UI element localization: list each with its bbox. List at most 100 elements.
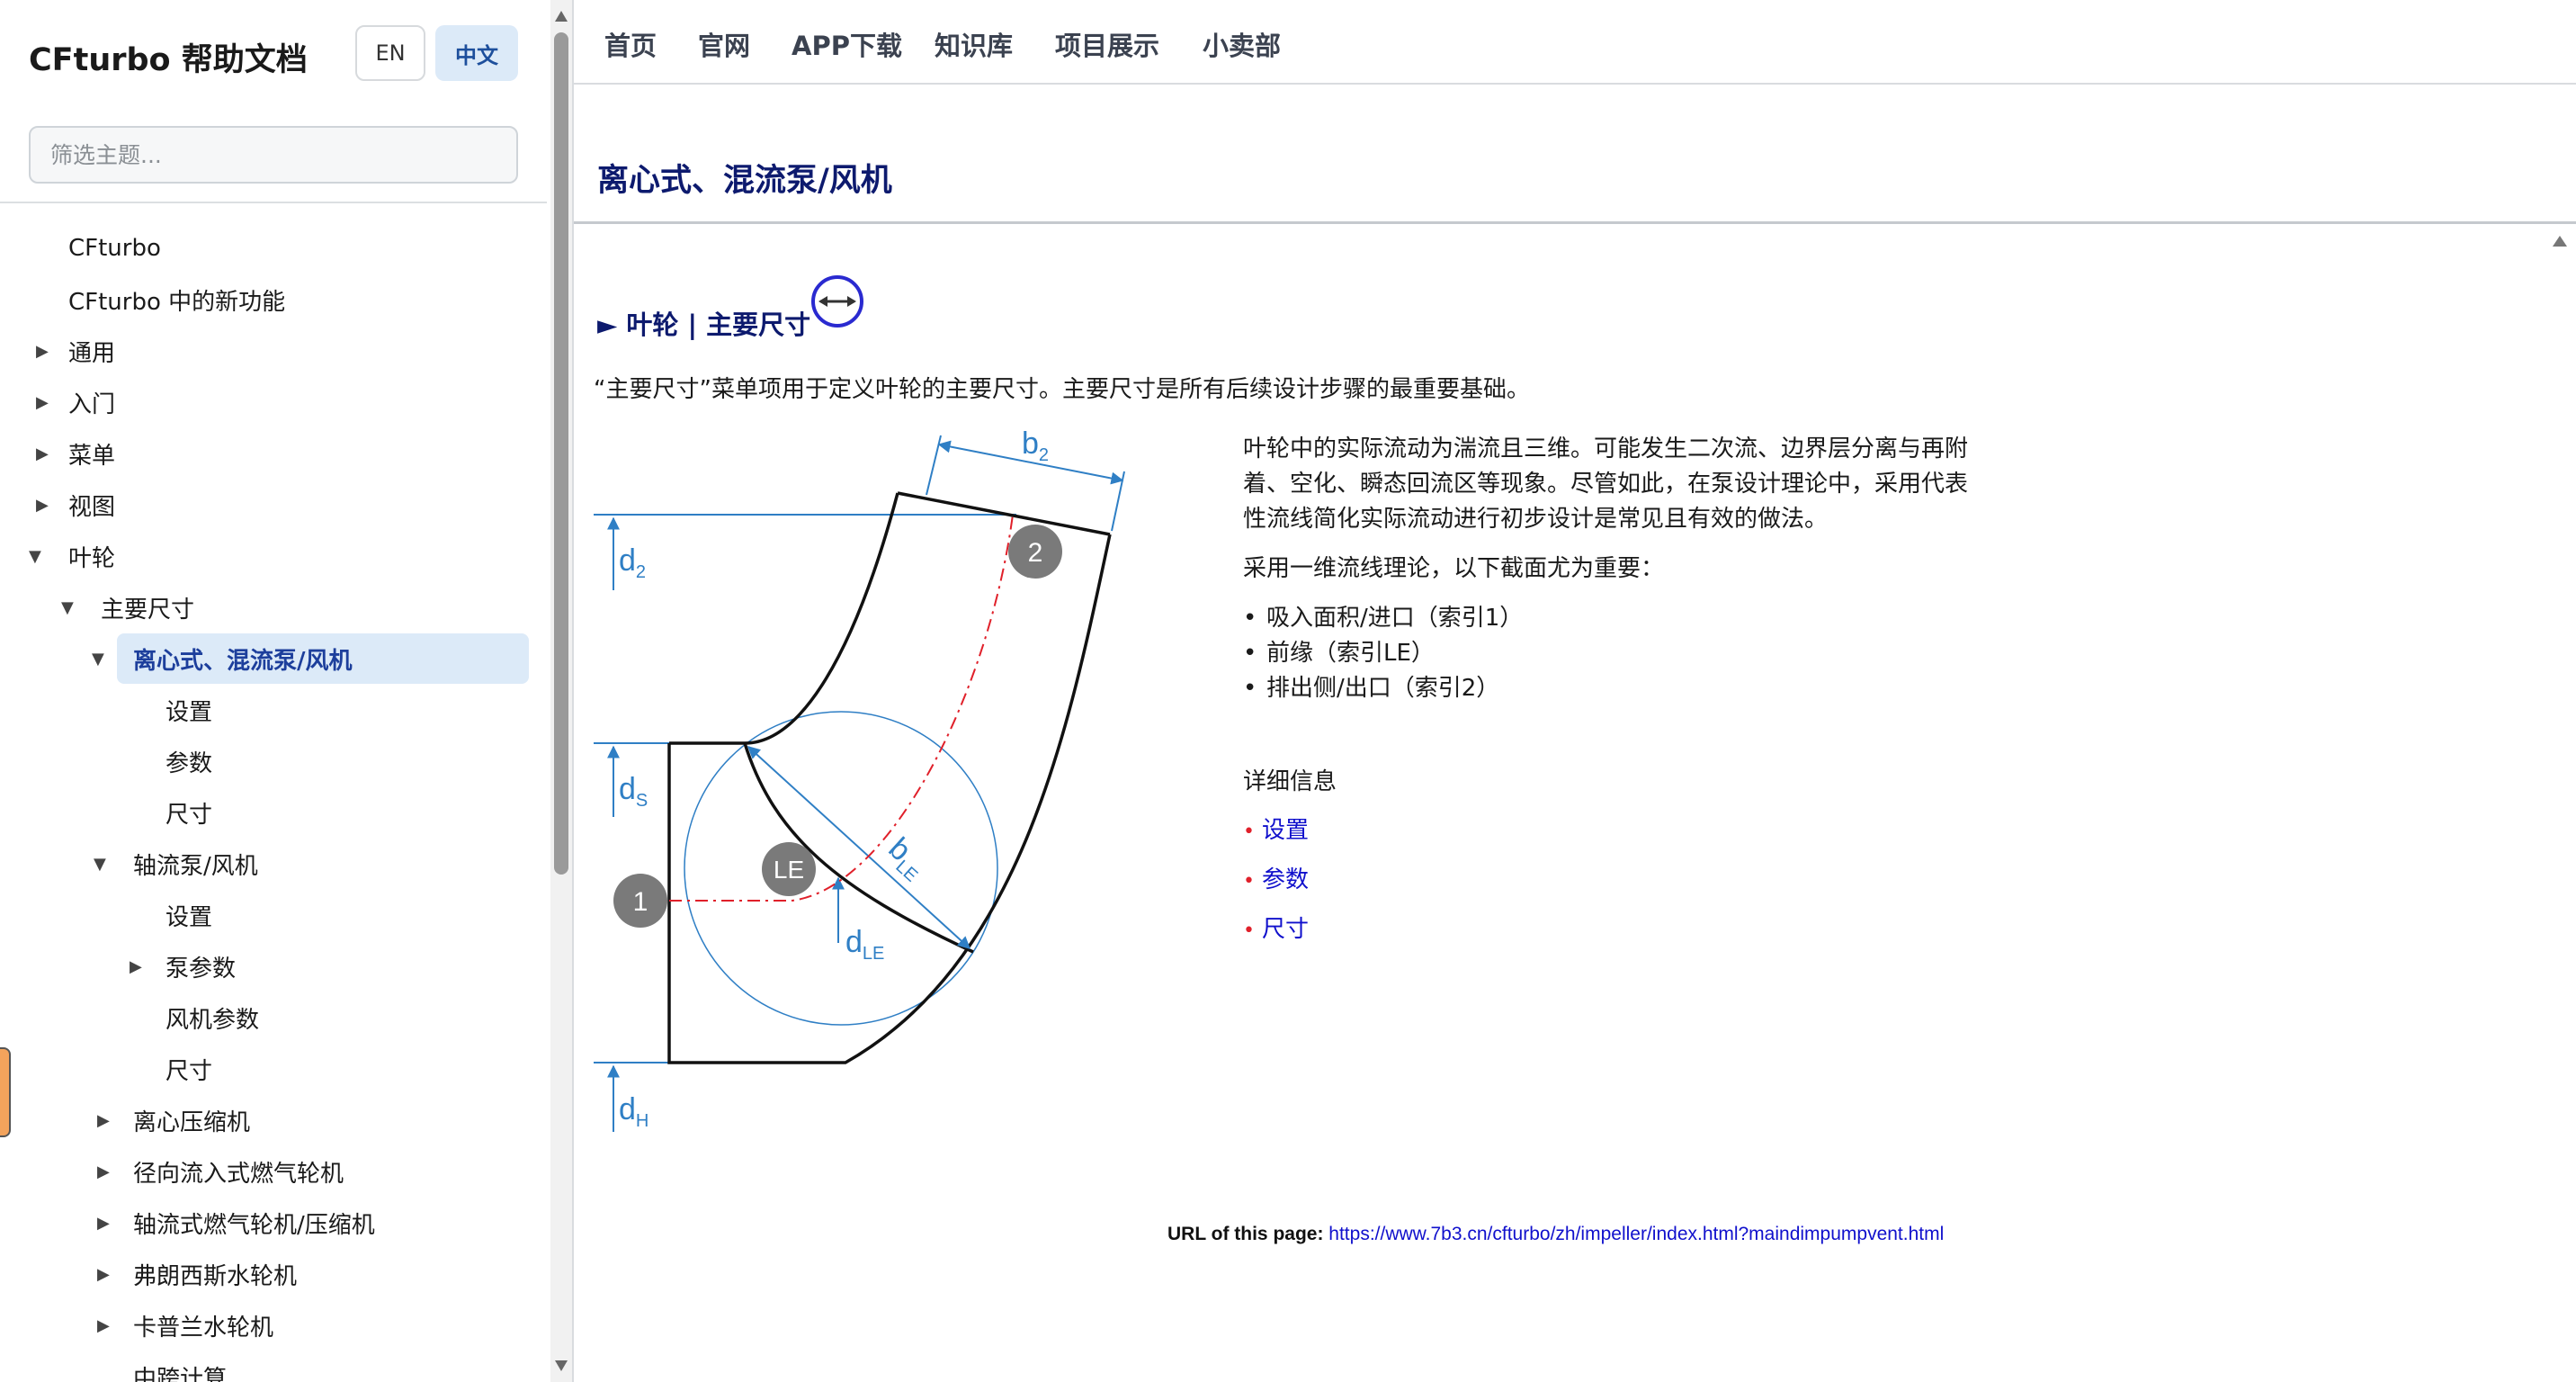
nav-item-label: 离心式、混流泵/风机	[133, 647, 353, 675]
caret-right-icon: ▶	[97, 1162, 110, 1181]
nav-item-label: CFturbo	[68, 235, 161, 262]
title-divider	[574, 221, 2576, 224]
nav-item-view[interactable]: ▶ 视图	[36, 480, 115, 530]
nav-item-label: 卡普兰水轮机	[133, 1314, 274, 1342]
top-navigation: 首页 官网 APP下载 知识库 项目展示 小卖部	[574, 0, 2576, 85]
caret-right-icon: ▶	[130, 956, 142, 976]
bullet-dot-icon: •	[1243, 870, 1255, 893]
bullet-dot-icon: •	[1243, 920, 1255, 942]
nav-item-pump-parameters[interactable]: ▶ 泵参数	[130, 941, 236, 992]
section-list: 吸入面积/进口（索引1） 前缘（索引LE） 排出侧/出口（索引2）	[1243, 601, 1981, 706]
impeller-meridional-diagram: 1 2 LE d2 dS dH dLE b2 bLE	[594, 426, 1125, 1132]
nav-item-menu[interactable]: ▶ 菜单	[36, 428, 115, 479]
url-label: URL of this page:	[1167, 1224, 1324, 1244]
caret-right-icon: ▶	[36, 495, 49, 515]
sidebar-divider	[0, 202, 547, 203]
marker-2-circle	[1008, 525, 1062, 579]
section-heading[interactable]: ► 叶轮 | 主要尺寸	[597, 310, 811, 340]
nav-item-dimensions[interactable]: 尺寸	[165, 787, 212, 838]
nav-item-label: 通用	[68, 339, 116, 367]
description-paragraph-2: 采用一维流线理论，以下截面尤为重要：	[1243, 555, 1665, 582]
nav-item-label: 尺寸	[165, 801, 213, 829]
nav-item-fan-parameters[interactable]: 风机参数	[165, 992, 259, 1043]
nav-item-label: 叶轮	[68, 544, 116, 572]
inlet-circle	[684, 711, 998, 1026]
topnav-projects-link[interactable]: 项目展示	[1055, 31, 1160, 61]
dh-label: dH	[619, 1092, 648, 1131]
b2-dimension-arrow	[937, 440, 1124, 485]
topnav-shop-link[interactable]: 小卖部	[1203, 31, 1282, 61]
scroll-up-arrow-icon[interactable]	[555, 11, 568, 22]
scroll-down-arrow-icon[interactable]	[555, 1360, 568, 1371]
detail-link-settings[interactable]: •设置	[1243, 817, 1309, 844]
description-paragraph-1: 叶轮中的实际流动为湍流且三维。可能发生二次流、边界层分离与再附着、空化、瞬态回流…	[1243, 435, 1969, 533]
nav-item-francis-turbine[interactable]: ▶ 弗朗西斯水轮机	[97, 1249, 297, 1299]
nav-item-axial-turbine-compressor[interactable]: ▶ 轴流式燃气轮机/压缩机	[97, 1198, 375, 1248]
ds-label: dS	[619, 772, 648, 811]
caret-right-icon: ▶	[97, 1110, 110, 1130]
nav-item-label: 轴流泵/风机	[133, 852, 258, 880]
marker-1-circle	[613, 874, 667, 928]
list-item: 吸入面积/进口（索引1）	[1243, 601, 1981, 636]
pane-divider[interactable]	[572, 0, 574, 1382]
caret-down-icon: ▼	[94, 854, 106, 874]
page-title: 离心式、混流泵/风机	[597, 163, 892, 199]
nav-item-label: 设置	[165, 698, 213, 726]
sidebar-scrollbar-thumb[interactable]	[554, 32, 568, 875]
brand-title: CFturbo 帮助文档	[29, 42, 308, 78]
nav-item-main-dimensions[interactable]: ▼ 主要尺寸	[61, 582, 194, 633]
list-item: 前缘（索引LE）	[1243, 636, 1981, 671]
impeller-hub-contour	[667, 534, 1112, 1064]
nav-item-axial-dimensions[interactable]: 尺寸	[165, 1044, 212, 1094]
topnav-knowledge-base-link[interactable]: 知识库	[935, 31, 1014, 61]
topnav-app-download-link[interactable]: APP下载	[792, 31, 902, 61]
nav-item-axial-pump-fan[interactable]: ▼ 轴流泵/风机	[94, 839, 258, 889]
nav-item-centrifugal-pump-fan[interactable]: ▼ 离心式、混流泵/风机	[92, 633, 529, 684]
nav-item-radial-inflow-turbine[interactable]: ▶ 径向流入式燃气轮机	[97, 1146, 344, 1197]
ble-label: bLE	[879, 831, 934, 886]
impeller-outlet-edge	[897, 491, 1111, 536]
mean-streamline	[669, 514, 1014, 902]
content-scroll-up-arrow-icon[interactable]	[2553, 236, 2567, 247]
page-url-link[interactable]: https://www.7b3.cn/cfturbo/zh/impeller/i…	[1328, 1224, 1945, 1244]
nav-item-mid-span-calc[interactable]: 中跨计算	[133, 1351, 227, 1382]
nav-item-impeller[interactable]: ▼ 叶轮	[29, 531, 115, 581]
nav-item-cfturbo[interactable]: CFturbo	[36, 223, 161, 274]
topnav-official-site-link[interactable]: 官网	[698, 31, 751, 61]
nav-item-kaplan-turbine[interactable]: ▶ 卡普兰水轮机	[97, 1300, 273, 1351]
detail-link-parameters[interactable]: •参数	[1243, 866, 1309, 893]
nav-item-label: CFturbo 中的新功能	[68, 288, 286, 316]
marker-le-label: LE	[774, 856, 804, 884]
nav-item-label: 弗朗西斯水轮机	[133, 1262, 298, 1290]
sidebar: CFturbo 帮助文档 EN 中文 CFturbo CFturbo 中的新功能…	[0, 0, 547, 1382]
nav-item-general[interactable]: ▶ 通用	[36, 326, 115, 376]
nav-item-axial-settings[interactable]: 设置	[165, 890, 212, 940]
details-heading: 详细信息	[1243, 768, 1337, 795]
impeller-shroud-contour	[669, 492, 899, 745]
nav-item-centrifugal-compressor[interactable]: ▶ 离心压缩机	[97, 1095, 250, 1145]
nav-item-settings[interactable]: 设置	[165, 685, 212, 735]
description-text: 叶轮中的实际流动为湍流且三维。可能发生二次流、边界层分离与再附着、空化、瞬态回流…	[1243, 432, 1981, 706]
nav-item-label: 径向流入式燃气轮机	[133, 1160, 344, 1188]
bullet-dot-icon: •	[1243, 821, 1255, 843]
caret-right-icon: ▶	[36, 392, 49, 412]
topic-filter-input[interactable]	[29, 126, 518, 184]
caret-right-icon: ▶	[97, 1213, 110, 1233]
main-dimensions-icon	[811, 275, 863, 328]
side-panel-handle[interactable]	[0, 1047, 11, 1137]
nav-item-getting-started[interactable]: ▶ 入门	[36, 377, 115, 427]
topnav-home-link[interactable]: 首页	[604, 31, 657, 61]
nav-item-label: 中跨计算	[133, 1365, 228, 1382]
lang-zh-button[interactable]: 中文	[435, 25, 518, 81]
nav-item-label: 菜单	[68, 442, 116, 470]
nav-item-whats-new[interactable]: CFturbo 中的新功能	[36, 274, 285, 325]
nav-item-label: 泵参数	[165, 955, 237, 983]
lang-en-button[interactable]: EN	[355, 25, 425, 81]
caret-right-icon: ▶	[97, 1315, 110, 1335]
caret-down-icon: ▼	[29, 546, 41, 566]
dle-label: dLE	[845, 925, 884, 964]
nav-item-parameters[interactable]: 参数	[165, 736, 212, 786]
detail-link-dimensions[interactable]: •尺寸	[1243, 916, 1309, 943]
nav-item-label: 入门	[68, 390, 116, 418]
marker-1-label: 1	[633, 887, 648, 917]
